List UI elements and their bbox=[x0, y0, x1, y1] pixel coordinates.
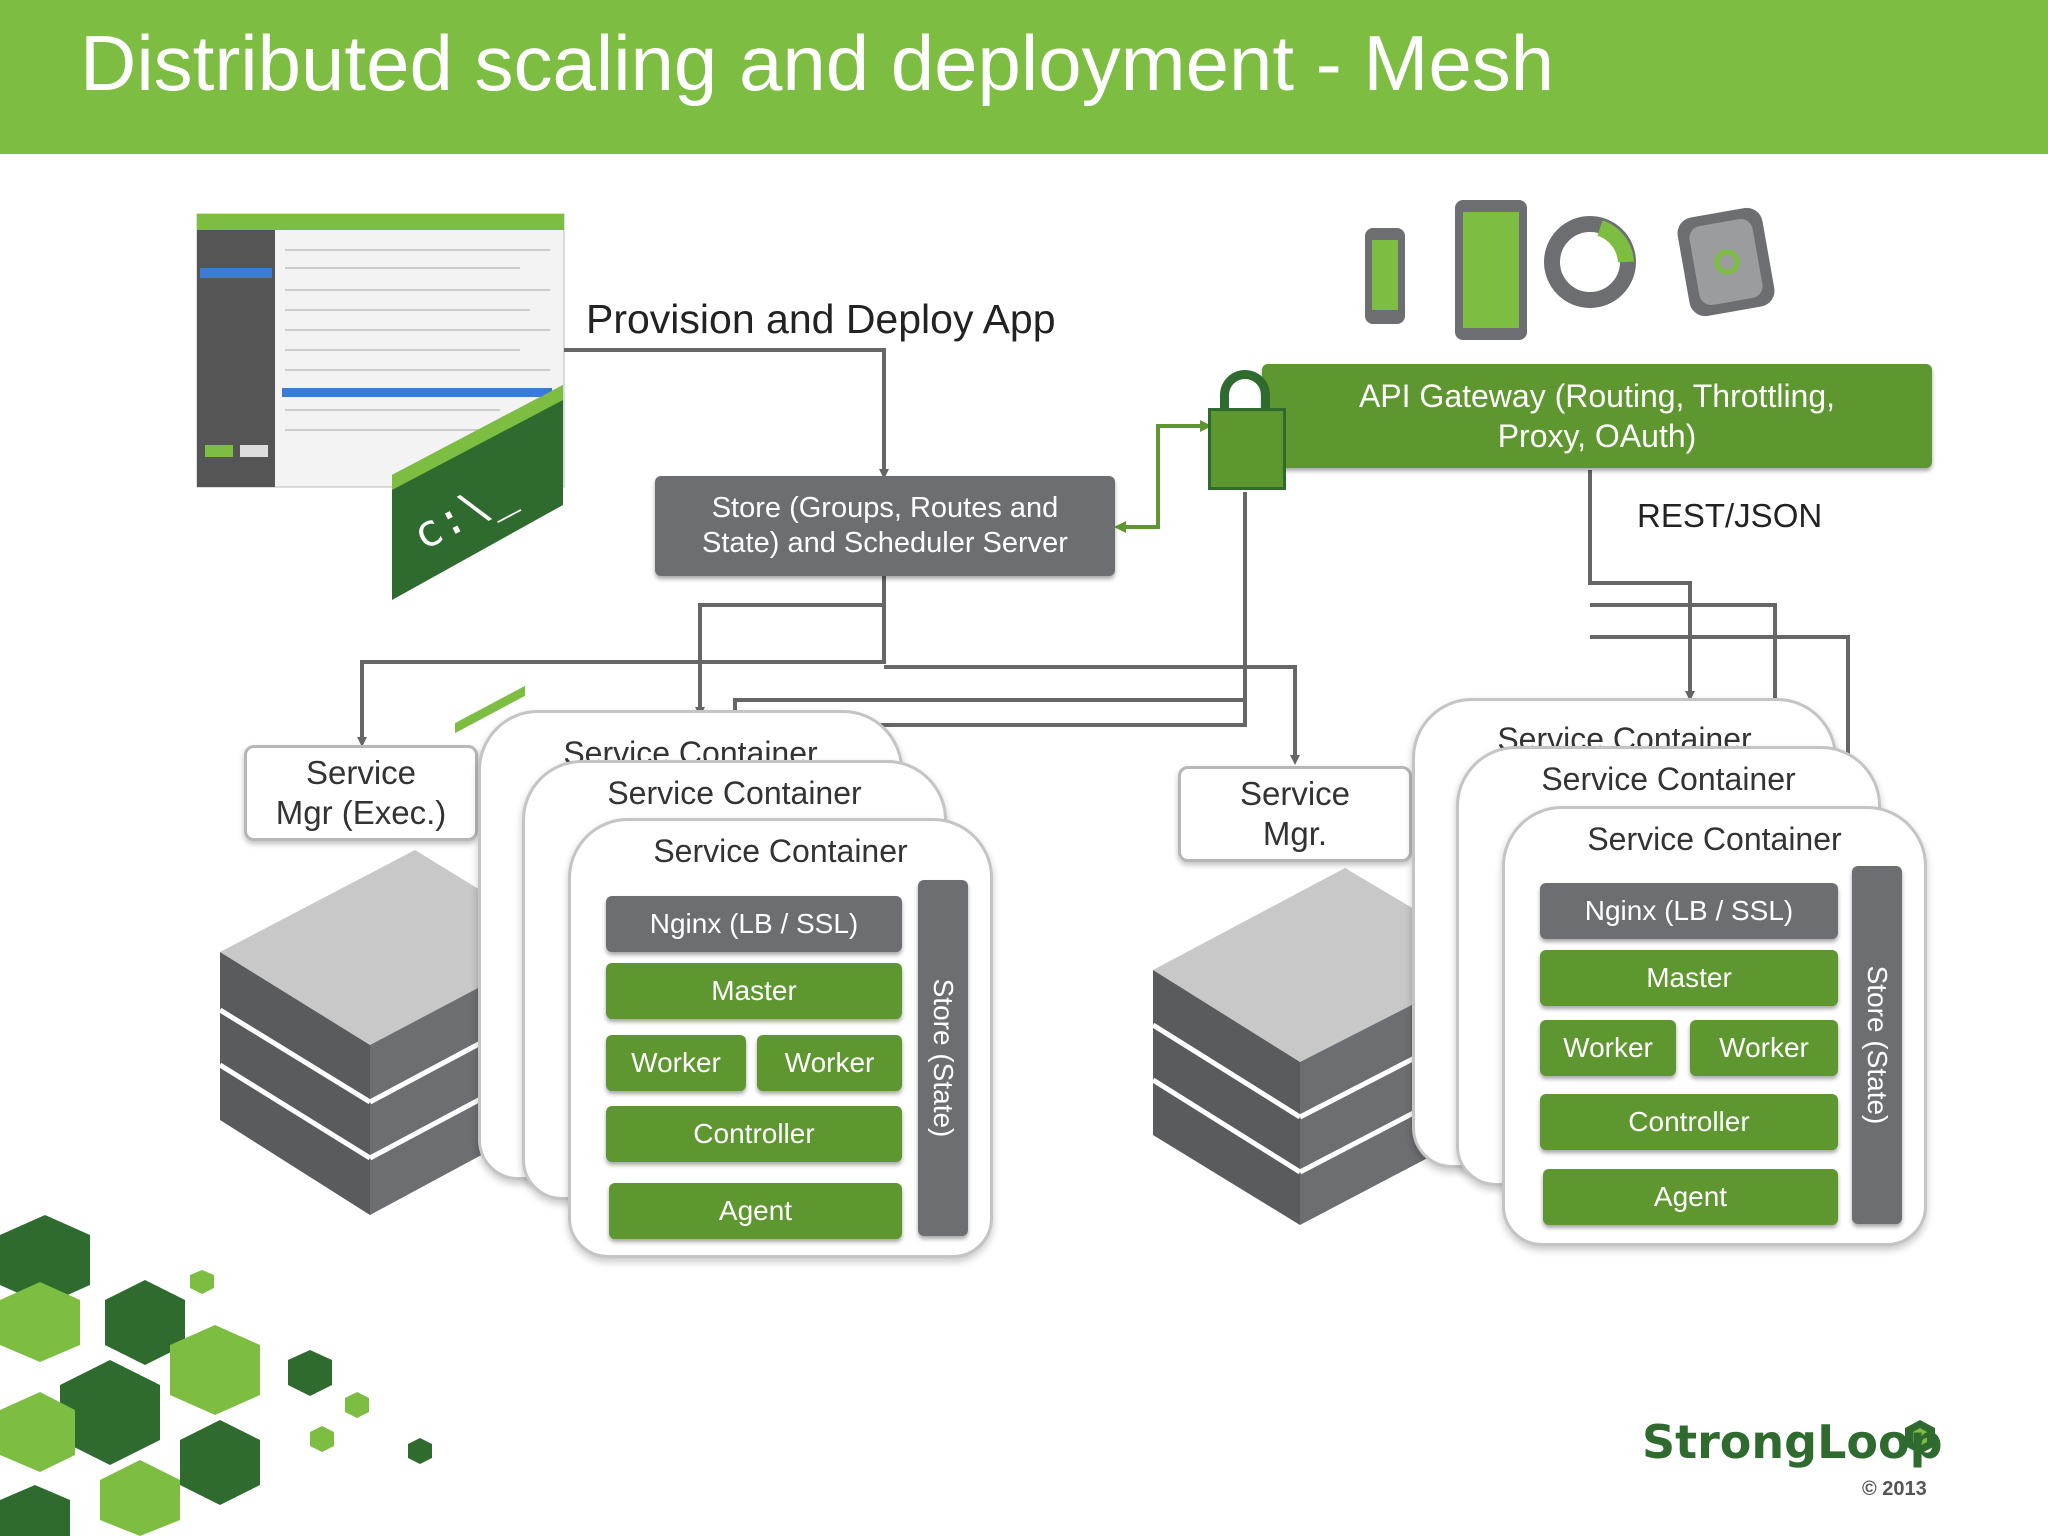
left-store-state-label: Store (State) bbox=[928, 978, 959, 1138]
left-container-mid-title: Service Container bbox=[607, 775, 862, 811]
left-agent-box: Agent bbox=[609, 1183, 902, 1239]
padlock-icon bbox=[1208, 370, 1286, 490]
left-nginx-box: Nginx (LB / SSL) bbox=[606, 896, 902, 952]
gateway-label-line2: Proxy, OAuth) bbox=[1497, 418, 1697, 454]
right-manager-line2: Mgr. bbox=[1262, 815, 1328, 852]
right-store-state-label: Store (State) bbox=[1862, 965, 1893, 1125]
wearable-device-icon bbox=[1677, 207, 1775, 317]
store-scheduler-server: Store (Groups, Routes and State) and Sch… bbox=[655, 476, 1115, 576]
right-agent-box: Agent bbox=[1543, 1169, 1838, 1225]
copyright-text: © 2013 bbox=[1862, 1478, 1927, 1500]
api-gateway: API Gateway (Routing, Throttling, Proxy,… bbox=[1262, 364, 1932, 468]
logo-mark-icon bbox=[1905, 1420, 1935, 1454]
right-service-manager: Service Mgr. bbox=[1178, 766, 1412, 862]
right-worker-box-2: Worker bbox=[1690, 1020, 1838, 1076]
phone-icon bbox=[1365, 228, 1405, 324]
hexagon-pattern bbox=[0, 1215, 432, 1536]
terminal-icon bbox=[392, 385, 563, 600]
right-master-box: Master bbox=[1540, 950, 1838, 1006]
left-master-box: Master bbox=[606, 963, 902, 1019]
header-bar: Distributed scaling and deployment - Mes… bbox=[0, 0, 2048, 154]
tablet-icon bbox=[1455, 200, 1527, 340]
provision-label: Provision and Deploy App bbox=[586, 296, 1056, 342]
store-server-line1: Store (Groups, Routes and bbox=[711, 492, 1059, 524]
right-store-state-bar: Store (State) bbox=[1852, 866, 1902, 1224]
stronglooop-logo-text: StrongLoop bbox=[1642, 1415, 1943, 1469]
left-service-manager: Service Mgr (Exec.) bbox=[244, 745, 478, 841]
right-manager-line1: Service bbox=[1239, 775, 1351, 812]
gateway-label-line1: API Gateway (Routing, Throttling, bbox=[1358, 378, 1836, 414]
left-container-front-title: Service Container bbox=[653, 833, 908, 869]
rest-json-label: REST/JSON bbox=[1637, 497, 1823, 534]
right-container-front-title: Service Container bbox=[1587, 821, 1842, 857]
store-server-line2: State) and Scheduler Server bbox=[702, 527, 1068, 559]
left-store-state-bar: Store (State) bbox=[918, 880, 968, 1236]
right-nginx-box: Nginx (LB / SSL) bbox=[1540, 883, 1838, 939]
left-worker-box-1: Worker bbox=[606, 1035, 746, 1091]
watch-icon bbox=[1544, 216, 1636, 308]
left-manager-line2: Mgr (Exec.) bbox=[275, 794, 447, 831]
left-controller-box: Controller bbox=[606, 1106, 902, 1162]
left-manager-line1: Service bbox=[305, 754, 417, 791]
slide-title: Distributed scaling and deployment - Mes… bbox=[80, 19, 1555, 107]
left-worker-box-2: Worker bbox=[757, 1035, 902, 1091]
right-container-mid-title: Service Container bbox=[1541, 761, 1796, 797]
right-worker-box-1: Worker bbox=[1540, 1020, 1676, 1076]
right-controller-box: Controller bbox=[1540, 1094, 1838, 1150]
